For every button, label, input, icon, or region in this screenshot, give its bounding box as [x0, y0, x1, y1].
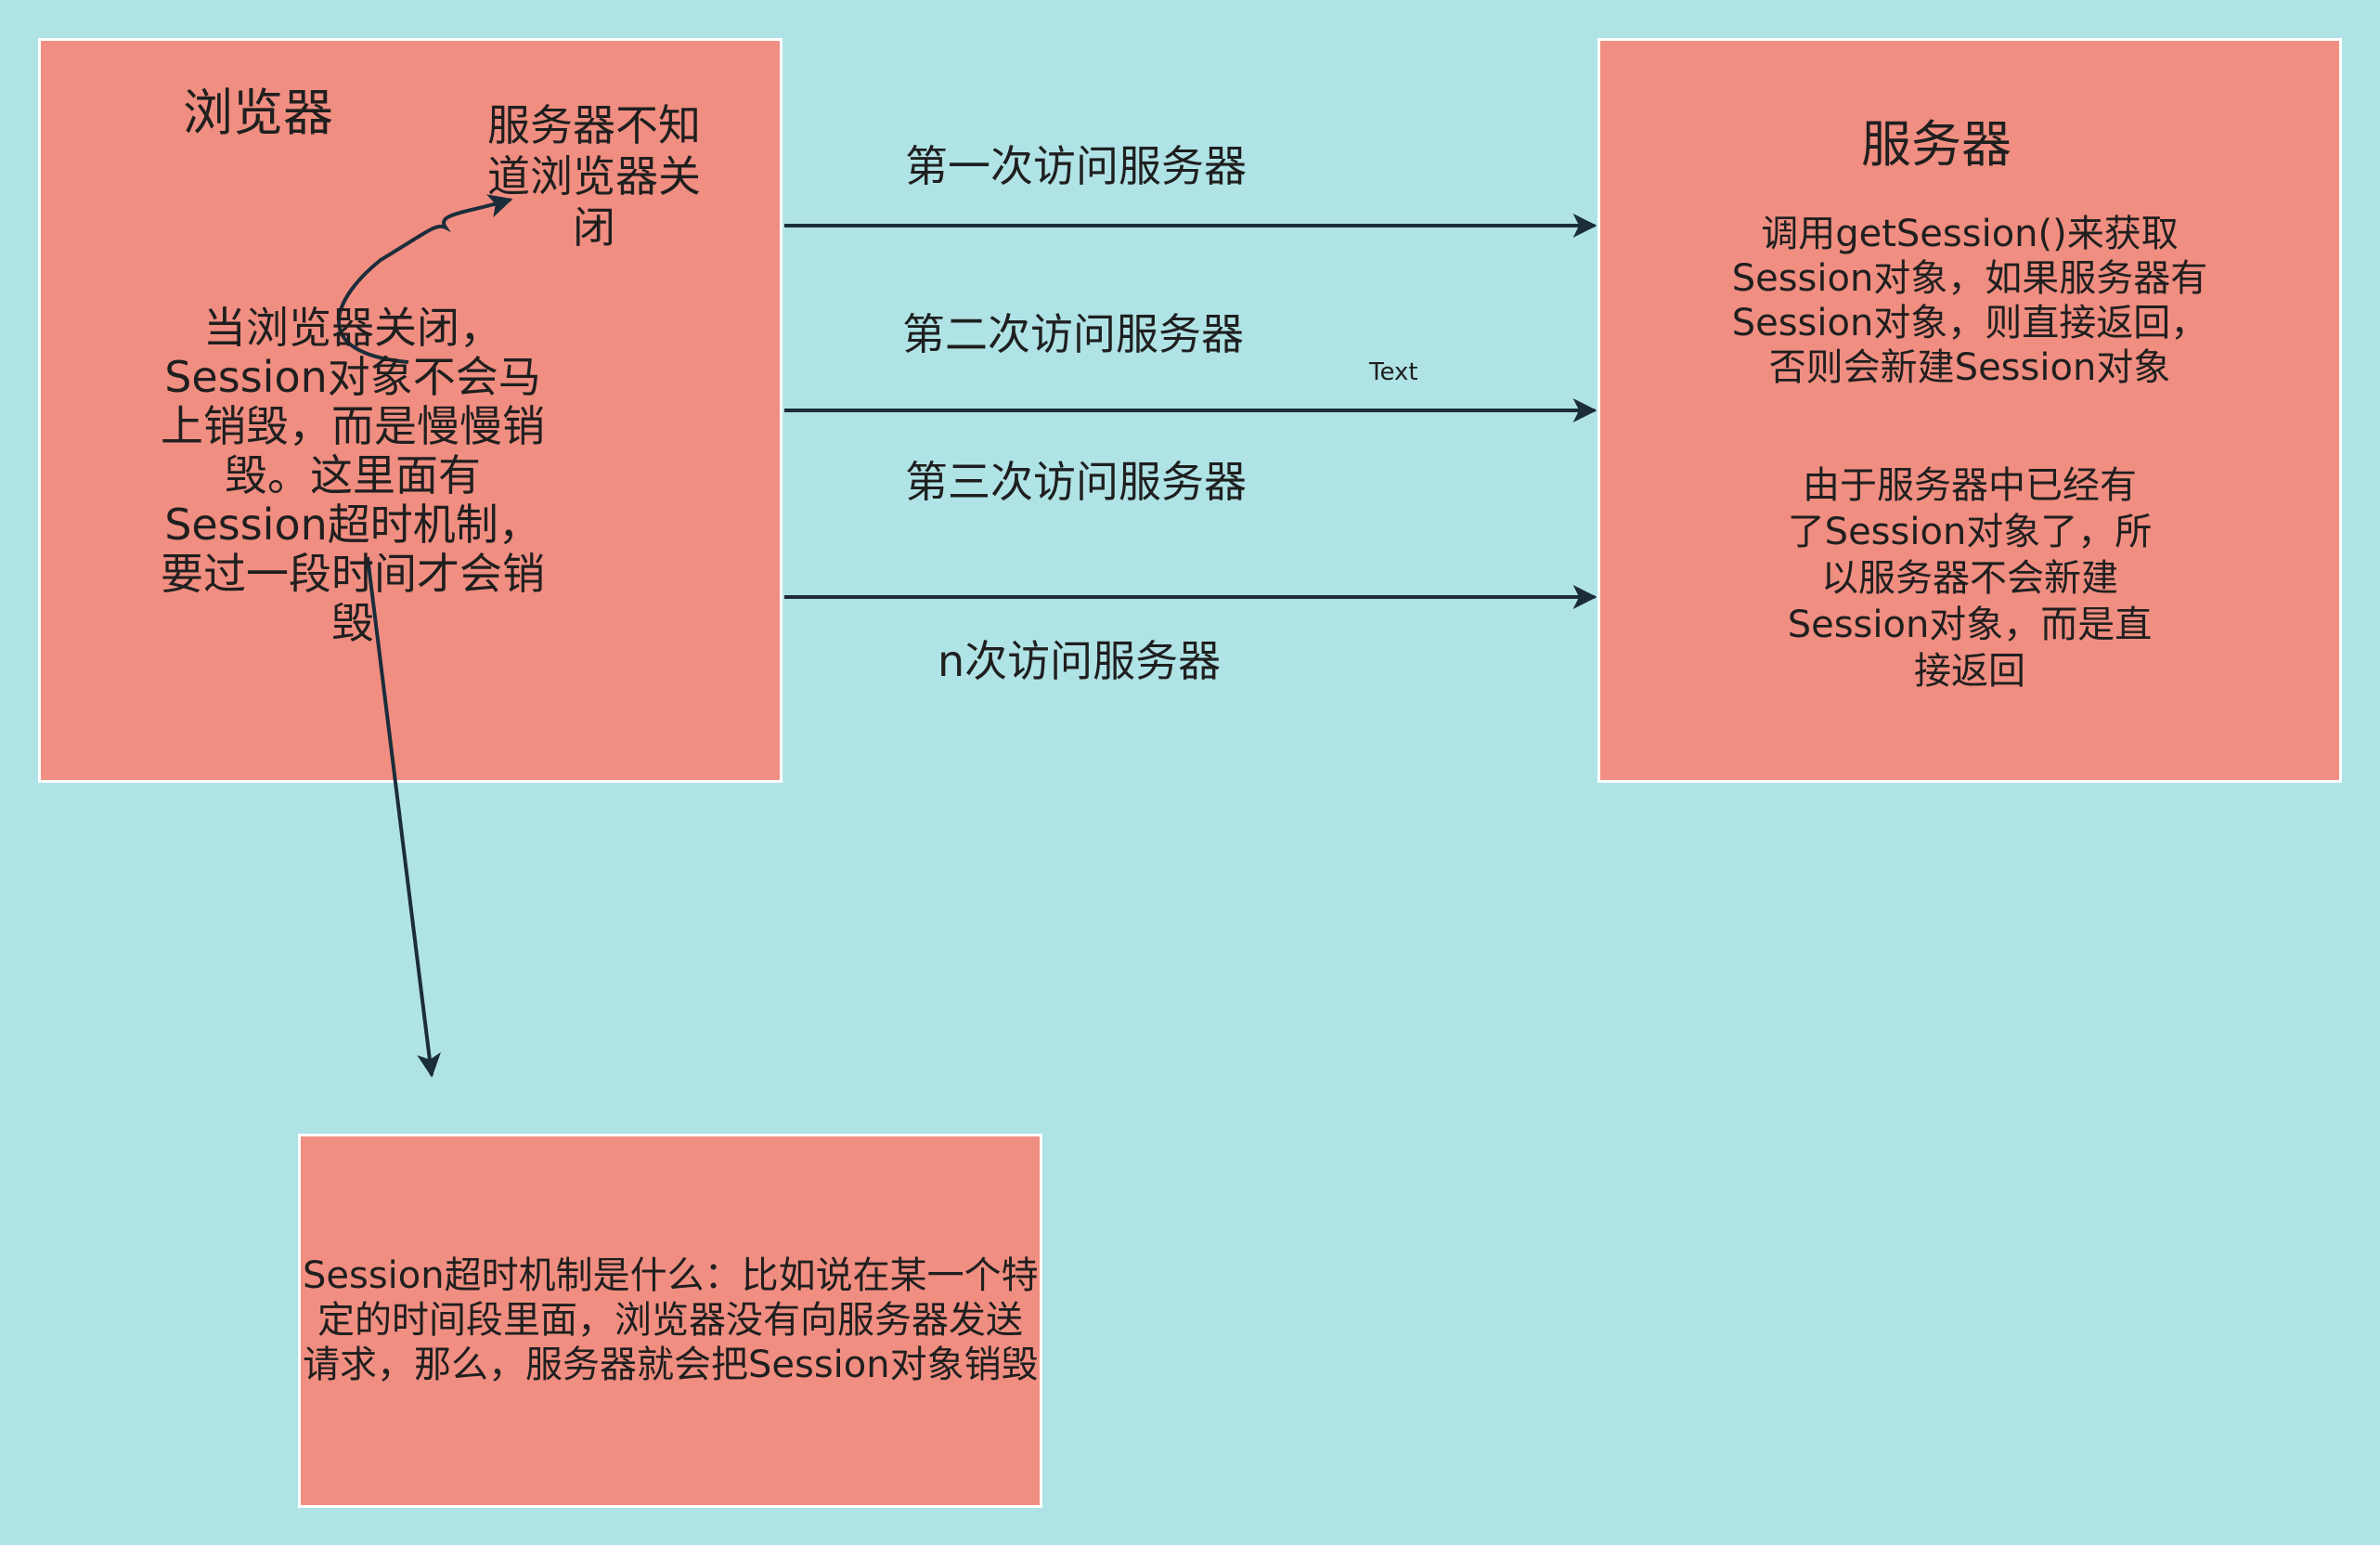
server-unaware-line-3: 闭	[573, 202, 615, 253]
server-existing-line-3: 以服务器不会新建	[1821, 557, 2118, 600]
server-get-session-desc: 调用getSession()来获取 Session对象，如果服务器有 Sessi…	[1644, 212, 2296, 390]
session-timeout-box[interactable]	[298, 1134, 1042, 1508]
server-get-session-line-1: 调用getSession()来获取	[1761, 213, 2179, 255]
browser-session-line-7: 毁	[331, 598, 374, 648]
browser-session-line-6: 要过一段时间才会销	[161, 549, 545, 599]
browser-session-line-2: Session对象不会马	[164, 352, 541, 402]
server-unaware-note: 服务器不知 道浏览器关 闭	[483, 100, 705, 254]
browser-session-line-3: 上销毁，而是慢慢销	[161, 401, 545, 451]
session-timeout-line-1: Session超时机制是什么：比如说在某一个特	[303, 1254, 1039, 1297]
server-get-session-line-2: Session对象，如果服务器有	[1731, 257, 2208, 300]
browser-session-line-4: 毁。这里面有	[225, 450, 481, 500]
browser-session-line-1: 当浏览器关闭，	[203, 303, 502, 353]
server-existing-line-2: 了Session对象了，所	[1787, 511, 2153, 553]
session-timeout-line-3: 请求，那么，服务器就会把Session对象销毁	[303, 1344, 1039, 1386]
server-get-session-line-4: 否则会新建Session对象	[1768, 346, 2171, 389]
server-unaware-line-2: 道浏览器关	[487, 151, 701, 202]
session-timeout-line-2: 定的时间段里面，浏览器没有向服务器发送	[317, 1299, 1023, 1342]
server-existing-line-1: 由于服务器中已经有	[1803, 464, 2137, 507]
server-existing-session-desc: 由于服务器中已经有 了Session对象了，所 以服务器不会新建 Session…	[1644, 462, 2296, 695]
label-second-request: 第二次访问服务器	[902, 309, 1244, 359]
browser-title: 浏览器	[183, 84, 333, 142]
session-timeout-desc: Session超时机制是什么：比如说在某一个特 定的时间段里面，浏览器没有向服务…	[303, 1253, 1039, 1387]
server-title: 服务器	[1861, 115, 2011, 174]
label-nth-request: n次访问服务器	[938, 636, 1222, 686]
server-existing-line-4: Session对象，而是直	[1787, 604, 2153, 646]
server-existing-line-5: 接返回	[1914, 650, 2025, 693]
server-box[interactable]	[1597, 38, 2342, 783]
label-text-placeholder: Text	[1369, 358, 1418, 386]
server-unaware-line-1: 服务器不知	[487, 100, 701, 150]
label-first-request: 第一次访问服务器	[905, 141, 1247, 191]
browser-session-line-5: Session超时机制，	[164, 500, 541, 550]
server-get-session-line-3: Session对象，则直接返回，	[1731, 302, 2208, 344]
label-third-request: 第三次访问服务器	[905, 457, 1247, 507]
browser-session-note: 当浏览器关闭， Session对象不会马 上销毁，而是慢慢销 毁。这里面有 Se…	[149, 304, 557, 648]
